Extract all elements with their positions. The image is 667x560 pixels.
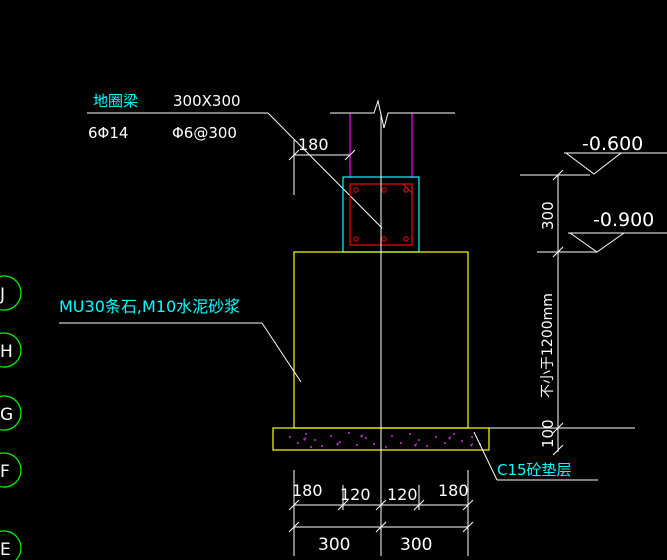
bottom-dim-6: 300 bbox=[400, 535, 432, 555]
dim-pad-thickness-text: 100 bbox=[539, 419, 557, 448]
axis-bubble-g[interactable] bbox=[0, 395, 22, 431]
bottom-dims bbox=[288, 470, 474, 556]
footing-callout: MU30条石,M10水泥砂浆 bbox=[59, 297, 302, 383]
dim-beam-height-text: 300 bbox=[539, 201, 557, 230]
pad-callout: C15砼垫层 bbox=[473, 431, 598, 481]
dim-col-offset: 180 bbox=[288, 135, 356, 195]
footing-material: MU30条石,M10水泥砂浆 bbox=[59, 297, 240, 316]
elev-top-text: -0.600 bbox=[582, 133, 643, 155]
axis-label-j: J bbox=[0, 285, 5, 305]
bottom-dim-2: 120 bbox=[340, 485, 371, 504]
axis-label-e: E bbox=[0, 540, 11, 560]
axis-bubble-e[interactable] bbox=[0, 530, 22, 560]
bottom-dim-4: 180 bbox=[438, 481, 469, 500]
wall-above bbox=[330, 99, 455, 178]
axis-bubble-j[interactable] bbox=[0, 275, 22, 311]
elevation-beam-bottom: -0.900 bbox=[568, 209, 667, 253]
dim-col-offset-text: 180 bbox=[298, 135, 329, 154]
elev-beam-bottom-text: -0.900 bbox=[593, 209, 654, 231]
axis-label-h: H bbox=[0, 342, 13, 362]
axis-bubbles: J H G F E bbox=[0, 275, 22, 560]
bottom-dim-3: 120 bbox=[387, 485, 418, 504]
bottom-dim-5: 300 bbox=[318, 535, 350, 555]
dim-footing-depth-text: 不小于1200mm bbox=[540, 293, 556, 398]
axis-bubble-f[interactable] bbox=[0, 452, 22, 488]
elevation-top: -0.600 bbox=[564, 133, 667, 175]
stirrup-spec: Φ6@300 bbox=[172, 124, 237, 142]
break-line bbox=[330, 99, 455, 129]
axis-label-f: F bbox=[0, 462, 10, 482]
rebar-dots bbox=[353, 187, 409, 242]
beam-callout: 地圈梁 300X300 6Φ14 Φ6@300 bbox=[87, 92, 383, 229]
pad-material: C15砼垫层 bbox=[497, 461, 572, 479]
bottom-dim-1: 180 bbox=[292, 481, 323, 500]
beam-label: 地圈梁 bbox=[93, 92, 138, 110]
beam-leader-line bbox=[267, 112, 383, 229]
axis-bubble-h[interactable] bbox=[0, 332, 22, 368]
beam-size: 300X300 bbox=[173, 92, 241, 110]
main-rebar: 6Φ14 bbox=[88, 124, 128, 142]
vertical-dims bbox=[520, 169, 597, 456]
axis-label-g: G bbox=[0, 405, 13, 425]
pad-hatch bbox=[289, 432, 481, 448]
